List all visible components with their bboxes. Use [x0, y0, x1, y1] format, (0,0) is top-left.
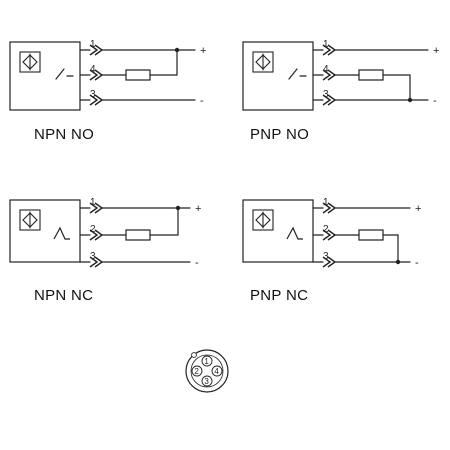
pin-number: 1: [323, 39, 329, 50]
connector-pin-2: 2: [191, 365, 203, 377]
connector-arrow-icon: [322, 69, 332, 81]
connector-arrow-icon: [322, 44, 332, 56]
connector-pin-icon: [191, 365, 203, 377]
pin-number: 3: [323, 251, 329, 262]
connector-key-icon: [191, 352, 197, 358]
connector-arrow-icon: [89, 44, 99, 56]
pin-number: 2: [323, 224, 329, 235]
sensor-body: [242, 41, 314, 111]
pin-1: 1+: [312, 197, 421, 215]
diagram-label-pnp-nc: PNP NC: [250, 287, 309, 304]
connector-pin-3: 3: [201, 375, 213, 387]
connector-pin-number: 2: [194, 367, 199, 376]
pin-number: 4: [323, 64, 329, 75]
connector-pin-icon: [201, 355, 213, 367]
load-resistor-icon: [358, 69, 384, 81]
supply-mark: -: [415, 257, 419, 269]
diagram-label-pnp-no: PNP NO: [250, 126, 310, 143]
pin-2: 2: [79, 224, 123, 241]
pin-4: 4: [79, 64, 123, 81]
pin-1: 1+: [312, 39, 439, 57]
connector-pin-number: 1: [204, 357, 209, 366]
pin-4: 4: [312, 64, 356, 81]
connector-arrow-icon: [89, 69, 99, 81]
pin-3: 3-: [79, 89, 204, 107]
junction-dot: [175, 205, 181, 211]
sensor-symbol-icon: [19, 209, 41, 231]
connector-arrow-icon: [89, 256, 99, 268]
supply-mark: +: [415, 203, 421, 215]
connector-arrow-icon: [322, 256, 332, 268]
connector-arrow-icon: [89, 94, 99, 106]
load-resistor-icon: [125, 229, 151, 241]
wiring-diagram-4: 1+23-: [242, 197, 421, 269]
supply-mark: -: [200, 95, 204, 107]
connector-arrow-icon: [322, 229, 332, 241]
load-resistor-icon: [358, 229, 384, 241]
pin-3: 3-: [312, 89, 437, 107]
supply-mark: +: [433, 45, 439, 57]
switch-nc-icon: [53, 226, 70, 240]
pin-number: 4: [90, 64, 96, 75]
switch-no-icon: [55, 68, 65, 80]
load-resistor-icon: [125, 69, 151, 81]
pin-number: 2: [90, 224, 96, 235]
connector-pin-number: 4: [214, 367, 219, 376]
supply-mark: -: [195, 257, 199, 269]
connector-pin-icon: [211, 365, 223, 377]
connector-pin-4: 4: [211, 365, 223, 377]
switch-nc-icon: [286, 226, 303, 240]
sensor-body: [9, 199, 81, 263]
pin-number: 1: [90, 39, 96, 50]
pin-1: 1+: [79, 197, 201, 215]
connector-arrow-icon: [89, 229, 99, 241]
supply-mark: +: [195, 203, 201, 215]
switch-no-icon: [288, 68, 298, 80]
pin-number: 3: [90, 251, 96, 262]
connector-pin-icon: [201, 375, 213, 387]
pin-3: 3-: [79, 251, 199, 269]
supply-mark: +: [200, 45, 206, 57]
connector-outline-icon: [185, 349, 229, 393]
connector-inner-ring: [190, 354, 224, 388]
connector-pin-number: 3: [204, 377, 209, 386]
sensor-symbol-icon: [252, 209, 274, 231]
connector-pin-1: 1: [201, 355, 213, 367]
sensor-body: [9, 41, 81, 111]
pin-number: 1: [323, 197, 329, 208]
supply-mark: -: [433, 95, 437, 107]
junction-dot: [174, 47, 180, 53]
diagram-label-npn-no: NPN NO: [34, 126, 95, 143]
pin-number: 3: [323, 89, 329, 100]
sensor-symbol-icon: [19, 51, 41, 73]
wiring-diagram-3: 1+23-: [9, 197, 201, 269]
connector-arrow-icon: [322, 202, 332, 214]
junction-dot: [395, 259, 401, 265]
junction-dot: [407, 97, 413, 103]
pin-3: 3-: [312, 251, 419, 269]
sensor-body: [242, 199, 314, 263]
wiring-diagram-2: 1+43-: [242, 39, 439, 111]
pin-number: 1: [90, 197, 96, 208]
connector-arrow-icon: [322, 94, 332, 106]
wiring-diagram-1: 1+43-: [9, 39, 206, 111]
pin-number: 3: [90, 89, 96, 100]
sensor-symbol-icon: [252, 51, 274, 73]
connector-arrow-icon: [89, 202, 99, 214]
pin-1: 1+: [79, 39, 206, 57]
diagram-label-npn-nc: NPN NC: [34, 287, 94, 304]
pin-2: 2: [312, 224, 356, 241]
